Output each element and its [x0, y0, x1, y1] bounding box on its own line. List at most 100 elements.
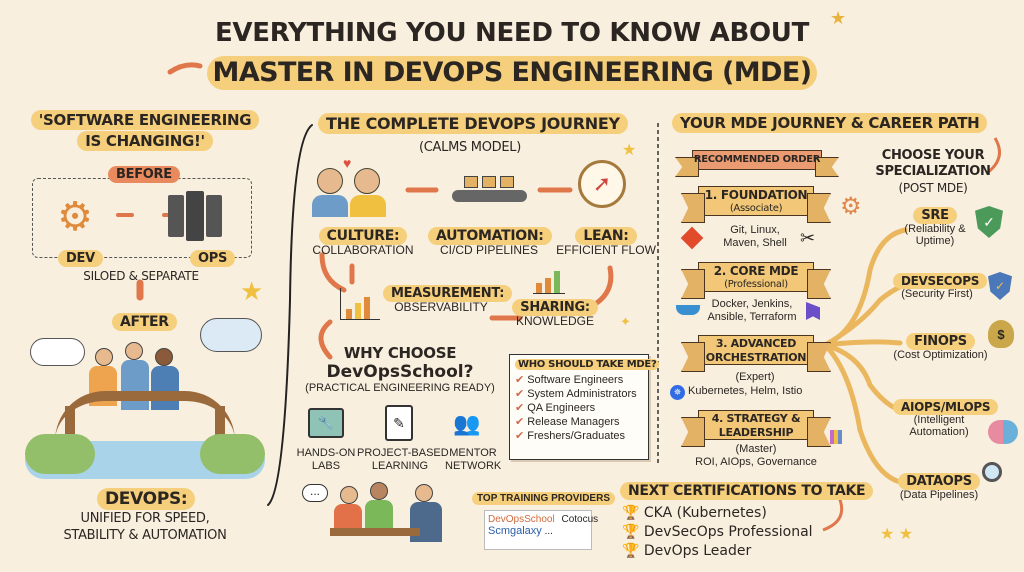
choose-line3: (POST MDE)	[898, 181, 968, 195]
star-icon: ★	[830, 8, 847, 28]
cloud-icon	[200, 318, 262, 352]
who-list: ✔Software Engineers ✔System Administrato…	[515, 373, 643, 443]
step-title: 1. FOUNDATION	[704, 188, 808, 202]
bar-chart-icon	[340, 288, 380, 320]
journey-subheading: (CALMS MODEL)	[419, 140, 521, 155]
money-bag-icon: $	[988, 320, 1014, 348]
cert-item: 🏆 CKA (Kubernetes)	[622, 505, 767, 521]
cert-item: 🏆 DevOps Leader	[622, 543, 752, 559]
brain-icon	[988, 420, 1018, 444]
why-line3: (PRACTICAL ENGINEERING READY)	[305, 382, 495, 394]
skills-line1: Git, Linux,	[730, 224, 780, 236]
step-title-line2: ORCHESTRATION	[705, 351, 807, 364]
why-line2: DevOpsSchool?	[326, 362, 474, 382]
specialization-devsecops: DEVSECOPS (Security First)	[893, 273, 988, 300]
star-icon: ★ ★	[880, 526, 914, 543]
classroom-illustration	[330, 482, 460, 548]
step-skills: Git, Linux,Maven, Shell	[710, 224, 800, 250]
specialization-dataops: DATAOPS (Data Pipelines)	[898, 473, 980, 501]
choose-line1: CHOOSE YOUR	[881, 148, 985, 163]
check-icon: ✔	[515, 430, 525, 442]
tools-icon: ✂	[800, 228, 816, 248]
step-title: 2. CORE MDE	[713, 264, 799, 278]
kubernetes-icon: ✵	[670, 385, 685, 400]
career-heading: YOUR MDE JOURNEY & CAREER PATH	[672, 113, 988, 133]
spec-name: DEVSECOPS	[893, 273, 988, 289]
next-certs-title: NEXT CERTIFICATIONS TO TAKE	[620, 482, 874, 500]
clipboard-icon: ✎	[385, 405, 413, 441]
growth-chart-icon	[533, 268, 565, 294]
choose-specialization: CHOOSE YOUR SPECIALIZATION (POST MDE)	[868, 148, 998, 196]
step-strategy-leadership: 4. STRATEGY & LEADERSHIP	[698, 410, 814, 440]
ops-label: OPS	[190, 250, 236, 267]
star-icon: ★	[240, 276, 264, 306]
step-level: (Professional)	[724, 279, 788, 290]
calms-culture: CULTURE: COLLABORATION	[308, 227, 418, 257]
spec-desc: (Reliability &	[904, 223, 966, 235]
recommended-order-banner: RECOMMENDED ORDER	[692, 150, 822, 170]
step-level: (Master)	[735, 443, 777, 455]
calms-lean: LEAN: EFFICIENT FLOW	[556, 227, 656, 257]
skills-line2: Ansible, Terraform	[707, 311, 797, 323]
calms-title: LEAN:	[575, 227, 637, 245]
spec-desc: Automation)	[909, 426, 969, 438]
feature-line2: NETWORK	[445, 460, 502, 472]
providers-title: TOP TRAINING PROVIDERS	[472, 492, 615, 505]
compass-icon: ➚	[578, 160, 626, 208]
who-item: ✔Software Engineers	[515, 374, 624, 386]
journey-heading: THE COMPLETE DEVOPS JOURNEY	[318, 113, 628, 134]
providers-more: ...	[544, 526, 553, 537]
title-line2: MASTER IN DEVOPS ENGINEERING (MDE)	[207, 56, 817, 90]
spec-desc: (Security First)	[901, 288, 973, 300]
calms-title: SHARING:	[512, 299, 598, 316]
provider-cotocus[interactable]: Cotocus	[561, 514, 599, 525]
calms-sharing: SHARING: KNOWLEDGE	[508, 299, 602, 328]
why-choose: WHY CHOOSE DevOpsSchool? (PRACTICAL ENGI…	[300, 344, 500, 395]
trophy-icon: 🏆	[622, 505, 640, 521]
terraform-icon	[806, 302, 820, 320]
feature-line2: LEARNING	[371, 460, 429, 472]
trophy-icon: 🏆	[622, 524, 640, 540]
conveyor-icon	[452, 170, 527, 212]
devops-label: DEVOPS:	[97, 488, 196, 510]
why-line1: WHY CHOOSE	[343, 344, 457, 362]
specialization-finops: FINOPS (Cost Optimization)	[893, 333, 988, 361]
specialization-sre: SRE (Reliability & Uptime)	[895, 207, 975, 247]
calms-desc: OBSERVABILITY	[394, 300, 488, 314]
speech-bubble: ...	[302, 484, 328, 502]
step-skills: Kubernetes, Helm, Istio	[688, 385, 803, 397]
cloud-icon	[30, 338, 85, 366]
spec-desc: Uptime)	[915, 235, 955, 247]
step-foundation: 1. FOUNDATION (Associate)	[698, 186, 814, 216]
bridge-illustration	[25, 336, 265, 484]
calms-title: MEASUREMENT:	[383, 285, 513, 302]
sparkle-icon: ✦	[620, 314, 631, 329]
docker-icon	[676, 305, 700, 315]
step-skills: Docker, Jenkins,Ansible, Terraform	[702, 298, 802, 324]
skills-line1: Docker, Jenkins,	[711, 298, 793, 310]
check-icon: ✔	[515, 416, 525, 428]
spec-desc: (Intelligent	[913, 414, 965, 426]
star-icon: ★	[622, 142, 637, 159]
title-line1: EVERYTHING YOU NEED TO KNOW ABOUT	[214, 18, 810, 48]
calms-title: AUTOMATION:	[428, 227, 552, 245]
feature-line1: PROJECT-BASED	[357, 447, 449, 459]
spec-name: AIOPS/MLOPS	[893, 399, 999, 415]
after-label: AFTER	[112, 313, 177, 331]
next-certs-list: 🏆 CKA (Kubernetes) 🏆 DevSecOps Professio…	[622, 504, 813, 561]
spec-name: DATAOPS	[898, 473, 980, 490]
dev-label: DEV	[58, 250, 103, 267]
laptop-icon: 🔧	[308, 408, 344, 438]
calms-desc: EFFICIENT FLOW	[556, 243, 656, 257]
step-skills: ROI, AIOps, Governance	[695, 456, 817, 468]
who-item: ✔Release Managers	[515, 416, 620, 428]
provider-devopsschool[interactable]: DevOpsSchool	[488, 514, 555, 525]
step-details: (Expert)	[700, 371, 810, 384]
calms-desc: KNOWLEDGE	[515, 314, 594, 328]
skills-line2: Maven, Shell	[723, 237, 787, 249]
step-core-mde: 2. CORE MDE (Professional)	[698, 262, 814, 292]
spec-desc: (Cost Optimization)	[893, 349, 988, 361]
provider-scmgalaxy[interactable]: Scmgalaxy	[488, 525, 542, 537]
step-details: (Master) ROI, AIOps, Governance	[686, 443, 826, 469]
